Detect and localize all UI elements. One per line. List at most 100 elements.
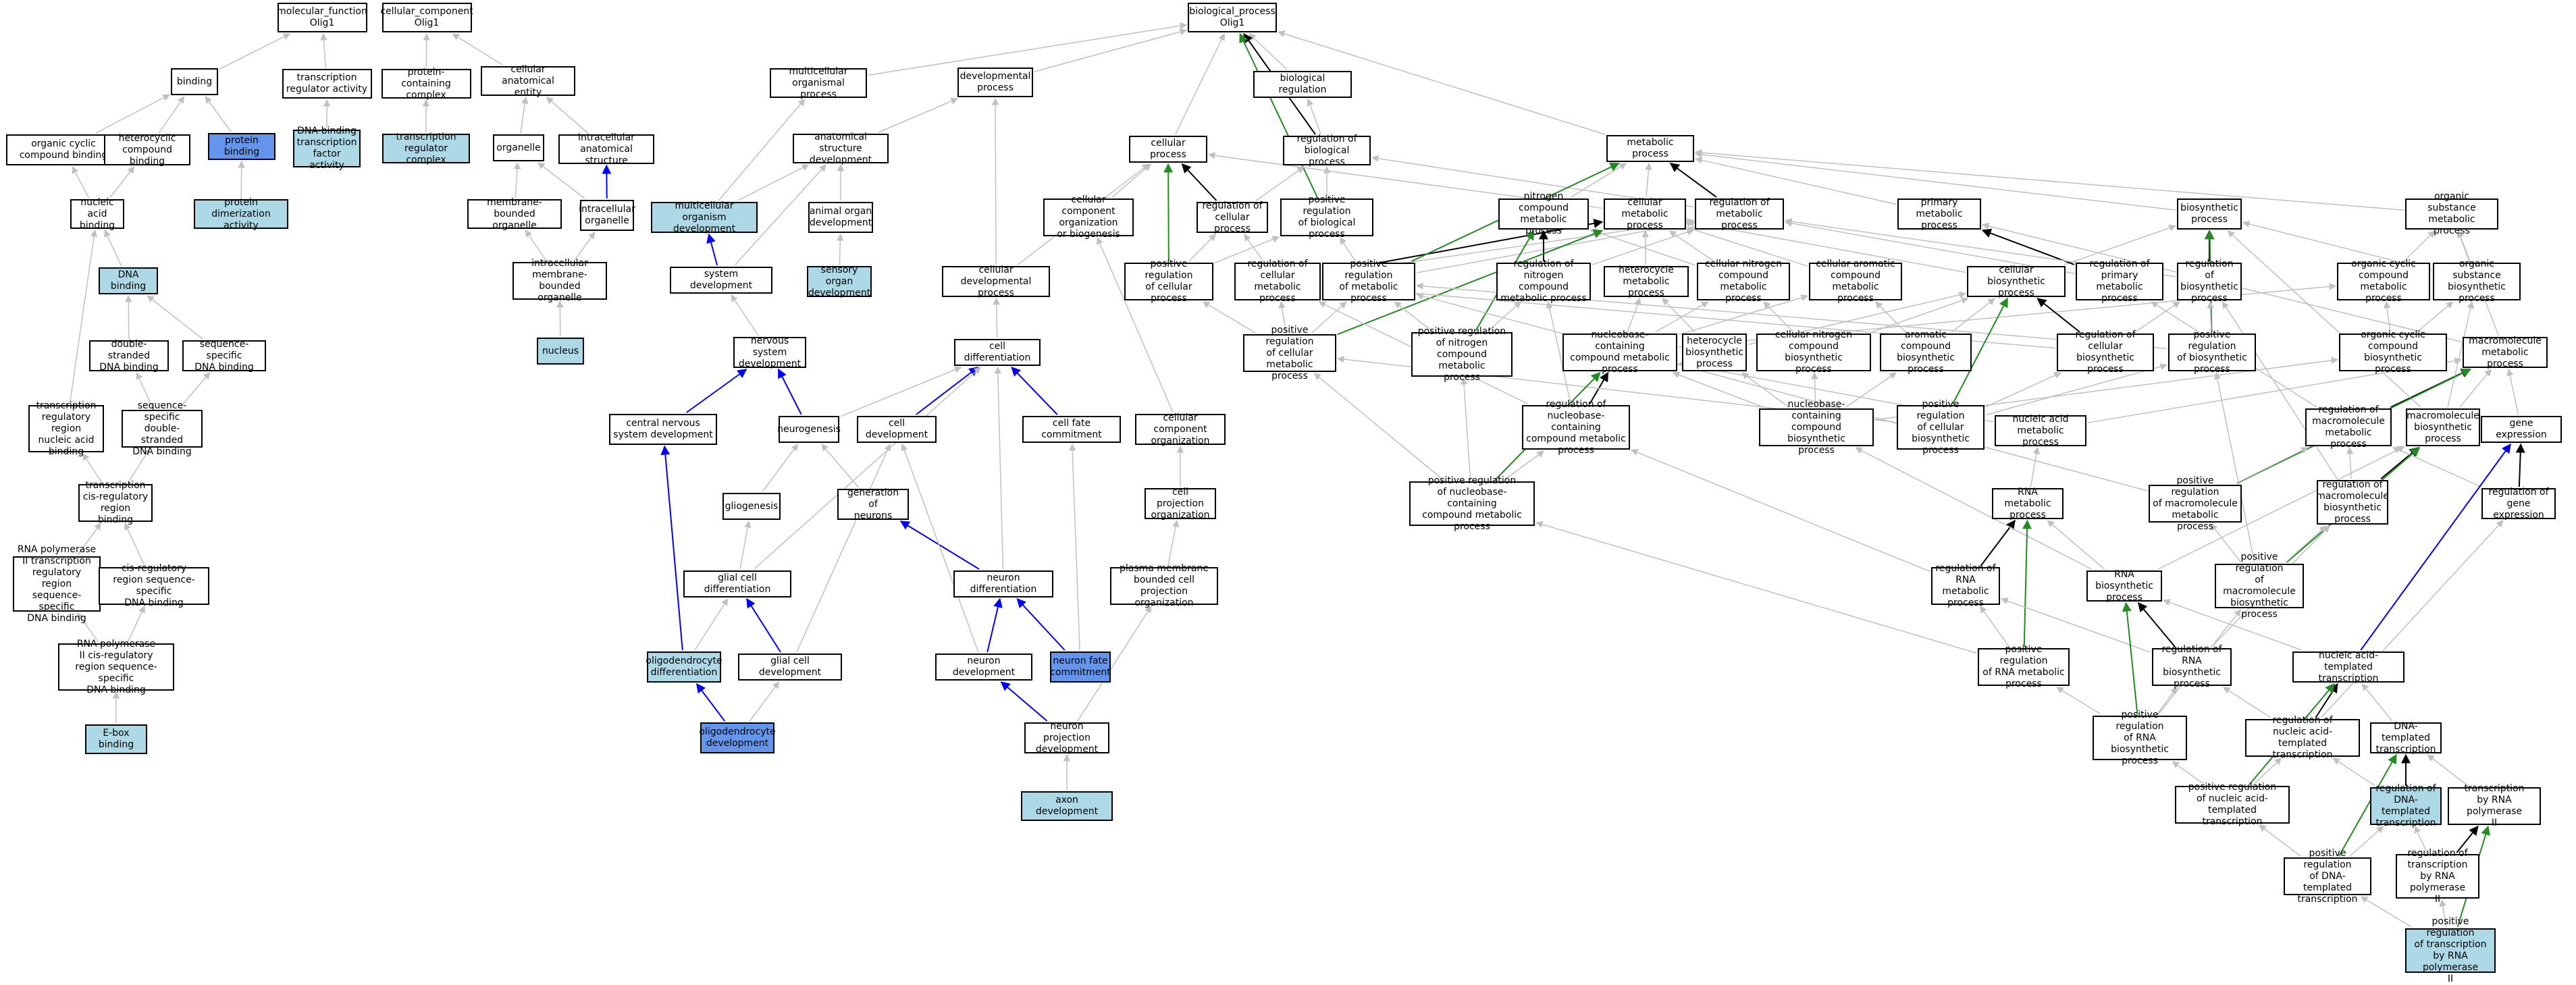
node-membrane-bounded-organelle: membrane-bounded organelle (467, 197, 562, 231)
edge-organic-cyclic-compound-biosynthetic-process-to-organic-substance-biosynthetic-process (2416, 301, 2454, 333)
edge-rna-biosynthetic-process-to-macromolecule-biosynthetic-process (2157, 446, 2405, 570)
node-positive-regulation-of-cellular-biosynthetic-process: positive regulation of cellular biosynth… (1897, 399, 1984, 456)
node-transcription-regulatory-region-nucleic-acid-binding: transcription regulatory region nucleic … (28, 400, 104, 457)
edge-nervous-system-development-to-system-development (731, 294, 759, 336)
node-animal-organ-development: animal organ development (808, 202, 873, 233)
node-nervous-system-development: nervous system development (733, 336, 806, 369)
edge-dna-templated-transcription-to-nucleic-acid-templated-transcription (2361, 683, 2393, 722)
edge-regulation-of-primary-metabolic-process-to-primary-metabolic-process (1981, 228, 2075, 265)
node-rna-metabolic-process: RNA metabolic process (1992, 487, 2064, 521)
node-organic-substance-biosynthetic-process: organic substance biosynthetic process (2433, 259, 2521, 304)
node-aromatic-compound-biosynthetic-process: aromatic compound biosynthetic process (1880, 329, 1972, 375)
node-regulation-of-macromolecule-biosynthetic-process: regulation of macromolecule biosynthetic… (2316, 479, 2389, 525)
edge-intracellular-membrane-bounded-organelle-to-intracellular-organelle (574, 232, 596, 261)
node-positive-regulation-of-nucleic-acid-templated-transcription: positive regulation of nucleic acid-temp… (2175, 782, 2290, 827)
edge-organic-cyclic-compound-metabolic-process-to-organic-substance-metabolic-process (2403, 230, 2436, 262)
node-gliogenesis: gliogenesis (722, 493, 781, 520)
edge-glial-cell-differentiation-to-cell-differentiation (754, 367, 982, 570)
edge-oligodendrocyte-differentiation-to-central-nervous-system-development (660, 445, 683, 651)
edge-macromolecule-biosynthetic-process-to-organic-substance-biosynthetic-process (2447, 300, 2475, 408)
node-regulation-of-metabolic-process: regulation of metabolic process (1695, 197, 1784, 231)
node-positive-regulation-of-cellular-metabolic-process: positive regulation of cellular metaboli… (1243, 325, 1336, 381)
edge-regulation-of-gene-expression-to-gene-expression (2515, 443, 2525, 487)
node-glial-cell-development: glial cell development (738, 654, 842, 681)
node-regulation-of-nitrogen-compound-metabolic-process: regulation of nitrogen compound metaboli… (1496, 259, 1591, 304)
edge-organelle-to-cellular-anatomical-entity (520, 96, 529, 134)
node-intracellular-membrane-bounded-organelle: intracellular membrane-bounded organelle (512, 258, 607, 303)
node-neuron-development: neuron development (935, 654, 1032, 681)
edge-positive-regulation-of-cellular-process-to-positive-regulation-of-biological-process (1214, 236, 1280, 264)
edge-sequence-specific-ds-dna-binding-to-double-stranded-dna-binding (136, 372, 154, 409)
node-sensory-organ-development: sensory organ development (807, 264, 872, 298)
edge-sequence-specific-ds-dna-binding-to-sequence-specific-dna-binding (178, 372, 211, 409)
node-positive-regulation-of-macromolecule-metabolic-process: positive regulation of macromolecule met… (2149, 475, 2242, 532)
edge-positive-regulation-of-dna-templated-transcription-to-dna-templated-transcription (2338, 753, 2397, 857)
edge-plasma-membrane-bounded-cell-projection-organization-to-cell-projection-organization (1167, 519, 1180, 566)
edge-nucleobase-containing-compound-biosynthetic-process-to-heterocycle-biosynthetic-process (1741, 372, 1789, 408)
node-protein-binding: protein binding (208, 133, 275, 160)
edge-cellular-metabolic-process-to-metabolic-process (1645, 162, 1652, 198)
node-regulation-of-macromolecule-metabolic-process: regulation of macromolecule metabolic pr… (2305, 404, 2392, 450)
edge-system-development-to-anatomical-structure-development (734, 164, 826, 266)
edge-regulation-of-cellular-biosynthetic-process-to-regulation-of-biosynthetic-process (2134, 301, 2180, 333)
edge-neuron-development-to-neuron-differentiation (987, 597, 1003, 653)
edge-transcription-by-rna-polymerase-ii-to-dna-templated-transcription (2427, 754, 2469, 787)
edge-positive-regulation-of-rna-metabolic-process-to-regulation-of-rna-metabolic-process (1979, 606, 2010, 647)
edge-protein-dimerization-activity-to-protein-binding (238, 160, 245, 198)
node-generation-of-neurons: generation of neurons (837, 487, 909, 521)
node-neuron-projection-development: neuron projection development (1024, 721, 1109, 755)
edge-protein-containing-complex-to-cellular-component (423, 32, 430, 68)
node-cellular-anatomical-entity: cellular anatomical entity (481, 64, 575, 98)
edge-regulation-of-transcription-by-rna-polymerase-ii-to-transcription-by-rna-polymerase-ii (2456, 825, 2479, 853)
edge-positive-regulation-of-macromolecule-biosynthetic-process-to-positive-regulation-of-macromolecule-metabolic-process (2210, 523, 2242, 563)
node-positive-regulation-of-dna-templated-transcription: positive regulation of DNA-templated tra… (2284, 848, 2371, 905)
edge-neurogenesis-to-cell-differentiation (840, 366, 962, 417)
node-positive-regulation-of-biological-process: positive regulation of biological proces… (1280, 194, 1373, 240)
edge-positive-regulation-of-nucleic-acid-templated-transcription-to-regulation-of-nucleic-acid-templated-transcription (2253, 757, 2282, 785)
edge-nucleic-acid-binding-to-heterocyclic-compound-binding (109, 166, 135, 198)
edge-positive-regulation-of-rna-metabolic-process-to-rna-metabolic-process (2022, 519, 2032, 647)
edge-nucleic-acid-binding-to-organic-cyclic-compound-binding (72, 166, 90, 198)
node-positive-regulation-of-transcription-by-rna-polymerase-ii: positive regulation of transcription by … (2405, 916, 2496, 984)
edge-neuron-fate-commitment-to-neuron-differentiation (1016, 597, 1066, 651)
edge-positive-regulation-of-macromolecule-biosynthetic-process-to-positive-regulation-of-biosynthetic-process (2213, 371, 2255, 563)
edge-gliogenesis-to-neurogenesis (762, 444, 799, 492)
edge-membrane-bounded-organelle-to-organelle (513, 161, 521, 198)
edge-primary-metabolic-process-to-metabolic-process (1694, 157, 1897, 205)
edge-regulation-of-cellular-metabolic-process-to-regulation-of-cellular-process (1244, 234, 1264, 262)
node-transcription-regulator-activity: transcription regulator activity (282, 69, 372, 99)
edge-neuron-differentiation-to-generation-of-neurons (899, 521, 980, 570)
node-cellular-developmental-process: cellular developmental process (942, 265, 1050, 298)
edge-generation-of-neurons-to-neurogenesis (821, 444, 860, 488)
edge-positive-regulation-of-cellular-biosynthetic-process-to-regulation-of-cellular-biosynthetic-process (1985, 372, 2062, 408)
edge-positive-regulation-of-macromolecule-biosynthetic-process-to-regulation-of-macromolecule-biosynthetic-process (2285, 525, 2327, 563)
edge-regulation-of-transcription-by-rna-polymerase-ii-to-regulation-of-dna-templated-transcription (2414, 826, 2427, 853)
node-cellular-nitrogen-compound-biosynthetic-process: cellular nitrogen compound biosynthetic … (1756, 329, 1871, 375)
node-organic-cyclic-compound-metabolic-process: organic cyclic compound metabolic proces… (2337, 259, 2430, 304)
edge-positive-regulation-of-nucleobase-containing-compound-metabolic-process-to-regulation-of-nucleobase-containing-compound-metabolic-process (1504, 450, 1545, 481)
edge-positive-regulation-of-cellular-metabolic-process-to-positive-regulation-of-cellular-process (1202, 301, 1256, 334)
edge-rna-pol-ii-cis-regulatory-region-ss-dna-binding-to-rna-pol-ii-tr-region-ss-dna-binding (77, 612, 99, 643)
edge-gene-expression-to-macromolecule-metabolic-process (2506, 368, 2519, 415)
edge-organic-cyclic-compound-biosynthetic-process-to-organic-cyclic-compound-metabolic-process (2384, 300, 2391, 333)
node-anatomical-structure-development: anatomical structure development (793, 132, 889, 165)
edge-cellular-biosynthetic-process-to-biosynthetic-process (2064, 224, 2176, 265)
edge-macromolecule-biosynthetic-process-to-biosynthetic-process (2227, 230, 2421, 408)
node-molecular-function: molecular_function Olig1 (277, 3, 367, 32)
edge-aromatic-compound-biosynthetic-process-to-cellular-aromatic-compound-metabolic-process (1874, 301, 1906, 333)
node-multicellular-organismal-process: multicellular organismal process (770, 66, 867, 100)
node-neurogenesis: neurogenesis (777, 416, 841, 443)
edge-heterocyclic-compound-binding-to-binding (158, 96, 185, 134)
node-cellular-component: cellular_component Olig1 (380, 3, 473, 32)
edge-positive-regulation-of-cellular-process-to-regulation-of-cellular-process (1188, 234, 1217, 262)
node-metabolic-process: metabolic process (1606, 135, 1694, 162)
node-positive-regulation-of-cellular-process: positive regulation of cellular process (1124, 259, 1213, 304)
edge-positive-regulation-of-dna-templated-transcription-to-positive-regulation-of-nucleic-acid-templated-transcription (2259, 824, 2301, 857)
node-organelle: organelle (493, 134, 544, 161)
edge-regulation-of-macromolecule-biosynthetic-process-to-regulation-of-biosynthetic-process (2222, 301, 2338, 479)
edge-cis-regulatory-region-ss-dna-binding-to-transcription-cis-regulatory-region-binding (124, 523, 145, 566)
node-rna-pol-ii-cis-regulatory-region-ss-dna-binding: RNA polymerase II cis-regulatory region … (58, 639, 174, 695)
edge-nucleobase-containing-compound-metabolic-process-to-cellular-nitrogen-compound-metabolic-process (1654, 301, 1709, 333)
edge-organic-substance-metabolic-process-to-metabolic-process (1694, 149, 2404, 211)
